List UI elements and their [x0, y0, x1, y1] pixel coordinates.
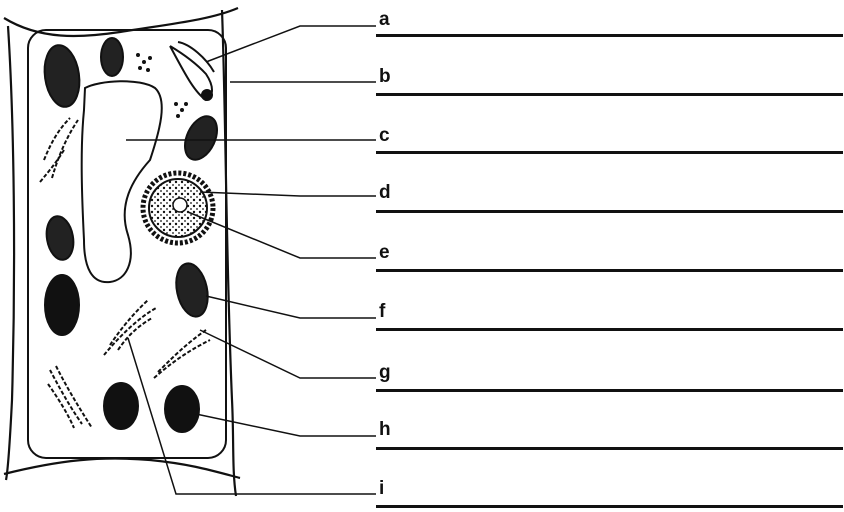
leader-line-a — [206, 26, 376, 62]
chloroplast — [43, 214, 76, 262]
label-e: e — [379, 243, 390, 262]
answer-line-h[interactable] — [376, 447, 843, 450]
leader-line-e — [188, 212, 376, 258]
label-b: b — [379, 67, 391, 86]
chloroplast — [45, 275, 79, 335]
answer-line-i[interactable] — [376, 505, 843, 508]
label-h: h — [379, 420, 391, 439]
chloroplast — [165, 386, 199, 432]
chloroplasts — [41, 38, 224, 432]
leader-lines — [126, 26, 376, 494]
answer-line-g[interactable] — [376, 389, 843, 392]
chloroplast — [179, 111, 224, 165]
leader-line-f — [206, 296, 376, 318]
answer-line-f[interactable] — [376, 328, 843, 331]
answer-line-b[interactable] — [376, 93, 843, 96]
label-d: d — [379, 183, 391, 202]
answer-line-e[interactable] — [376, 269, 843, 272]
nucleolus — [173, 198, 187, 212]
answer-line-c[interactable] — [376, 151, 843, 154]
golgi-apparatus — [170, 42, 214, 100]
nucleus — [143, 173, 213, 243]
leader-line-h — [196, 414, 376, 436]
answer-line-a[interactable] — [376, 34, 843, 37]
answer-line-d[interactable] — [376, 210, 843, 213]
label-i: i — [379, 479, 384, 498]
label-c: c — [379, 126, 390, 145]
label-f: f — [379, 302, 385, 321]
chloroplast — [101, 38, 123, 76]
label-g: g — [379, 363, 391, 382]
label-a: a — [379, 10, 390, 29]
vacuole — [82, 81, 162, 282]
chloroplast — [41, 43, 83, 109]
chloroplast — [172, 260, 213, 319]
chloroplast — [104, 383, 138, 429]
